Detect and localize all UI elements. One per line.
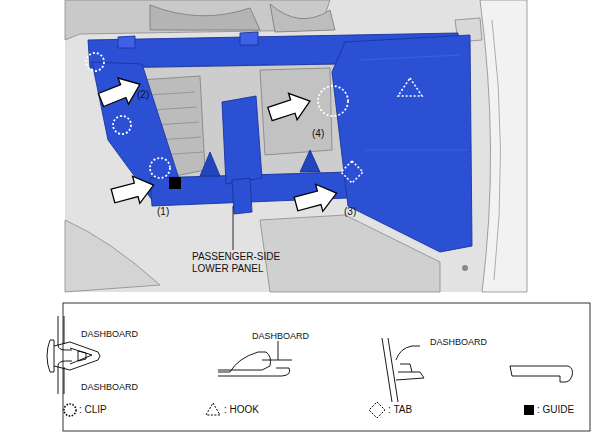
callout-number: (3) (344, 206, 374, 218)
tab-illustration (396, 372, 424, 380)
passenger-side-lower-panel (232, 178, 252, 214)
passenger-side-lower-panel (360, 55, 468, 150)
direction-arrow (292, 180, 340, 218)
part-name: PASSENGER-SIDE LOWER PANEL (192, 251, 284, 275)
vehicle-interior (260, 68, 332, 155)
vehicle-interior (65, 0, 527, 292)
clip-illustration (70, 348, 92, 364)
dashboard-label: DASHBOARD (81, 381, 161, 393)
tab-illustration (400, 364, 412, 372)
hook-illustration (218, 352, 271, 372)
passenger-side-lower-panel (200, 150, 320, 176)
guide-illustration (510, 366, 573, 382)
direction-arrow (109, 172, 157, 210)
callout-number: (1) (157, 206, 187, 218)
callout-number: (4) (312, 128, 342, 140)
vehicle-interior (462, 265, 468, 271)
direction-arrow (96, 71, 340, 217)
clip-illustration (47, 340, 54, 372)
clip-illustration (58, 361, 72, 394)
vehicle-interior (492, 20, 501, 280)
leader-line (233, 206, 234, 250)
dashboard-label: DASHBOARD (252, 330, 332, 342)
tab-illustration (388, 338, 398, 402)
legend-text: : CLIP (79, 404, 149, 416)
tab-illustration (396, 346, 420, 360)
vehicle-interior (65, 0, 527, 292)
passenger-side-lower-panel (332, 35, 472, 252)
passenger-side-lower-panel (222, 96, 262, 184)
dashboard-label: DASHBOARD (81, 328, 161, 340)
legend-text: : GUIDE (537, 404, 593, 416)
clip-illustration (64, 367, 65, 394)
hook-illustration (262, 360, 292, 361)
tab-illustration (382, 338, 392, 402)
clip-marker (86, 53, 104, 71)
hook-symbol (206, 403, 220, 415)
legend-text: : TAB (388, 404, 458, 416)
tab-illustration (382, 338, 424, 402)
passenger-side-lower-panel (118, 32, 258, 48)
clip-marker (113, 116, 131, 134)
vehicle-interior (150, 5, 260, 30)
clip-illustration (54, 342, 100, 370)
vehicle-interior (65, 220, 160, 292)
guide-marker (169, 177, 181, 189)
clip-marker (318, 86, 348, 116)
vehicle-interior (480, 0, 527, 292)
callout-number: (2) (137, 89, 167, 101)
clip-symbol (64, 404, 76, 416)
hook-marker (398, 78, 422, 96)
hook-illustration (278, 341, 279, 360)
clip-illustration (78, 351, 86, 361)
clip-marker (86, 53, 348, 178)
direction-arrow (266, 88, 315, 128)
guide-symbol (524, 405, 534, 415)
dashboard-label: DASHBOARD (430, 336, 510, 348)
hook-illustration (218, 341, 292, 376)
tab-symbol (369, 402, 385, 418)
passenger-side-lower-panel (88, 32, 472, 252)
legend-text: : HOOK (224, 404, 294, 416)
legend-frame (63, 303, 590, 431)
tab-marker (341, 161, 363, 183)
clip-marker (150, 158, 170, 178)
vehicle-interior (270, 4, 335, 32)
clip-illustration (64, 316, 65, 344)
